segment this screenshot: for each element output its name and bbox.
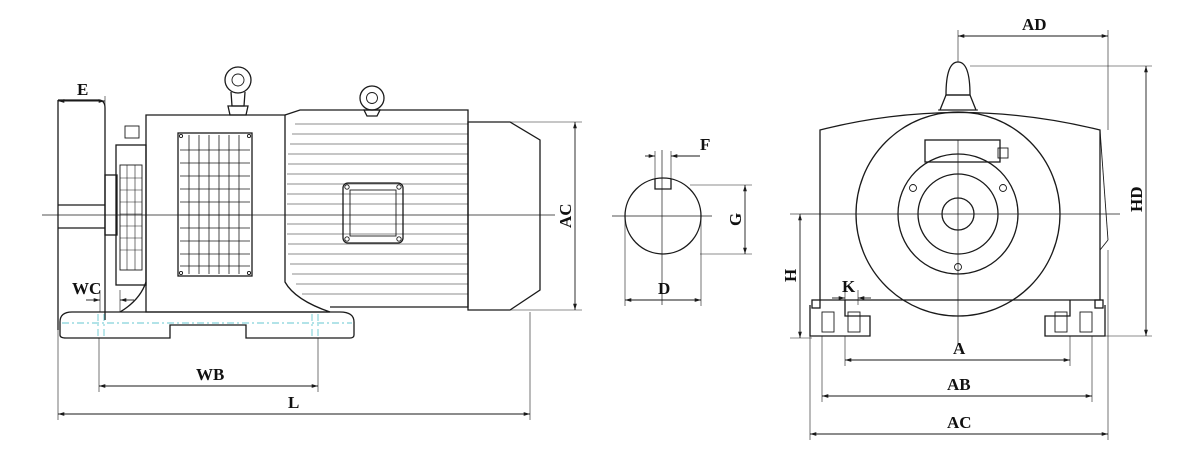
front-flange-circle	[855, 111, 1061, 317]
label-WB: WB	[196, 365, 224, 384]
fan-cover	[467, 121, 541, 311]
front-terminal-box	[924, 139, 1001, 163]
keyway	[654, 179, 672, 190]
cooling-fins	[287, 123, 468, 295]
label-L: L	[288, 393, 299, 412]
housing-grille	[180, 135, 250, 274]
gear-housing	[119, 114, 331, 313]
gear-coupling	[104, 125, 147, 286]
shaft-section-view: F G D	[612, 135, 752, 306]
front-extension-lines	[790, 30, 1152, 440]
label-AD: AD	[1022, 15, 1047, 34]
label-AC-front: AC	[947, 413, 972, 432]
lifting-eye-icon	[938, 61, 978, 111]
label-H: H	[781, 269, 800, 282]
label-E: E	[77, 80, 88, 99]
label-F: F	[700, 135, 710, 154]
side-view: E WC WB L AC	[42, 66, 582, 420]
front-feet	[809, 299, 1106, 337]
front-housing	[819, 111, 1101, 301]
label-AB: AB	[947, 375, 971, 394]
lifting-eye-icon	[224, 66, 252, 116]
side-extension-lines	[57, 96, 582, 420]
label-A: A	[953, 339, 966, 358]
label-G: G	[726, 213, 745, 226]
label-HD: HD	[1127, 187, 1146, 213]
terminal-box	[342, 182, 404, 244]
label-AC-side: AC	[556, 203, 575, 228]
lifting-eye-icon	[359, 85, 385, 117]
label-D: D	[658, 279, 670, 298]
shaft-bore	[941, 197, 975, 231]
inner-flange-circle	[897, 153, 1019, 275]
front-view: AD HD H K A AB AC	[781, 15, 1152, 440]
label-K: K	[842, 277, 856, 296]
motor-body	[284, 109, 469, 308]
label-WC: WC	[72, 279, 101, 298]
mounting-base	[59, 311, 355, 339]
